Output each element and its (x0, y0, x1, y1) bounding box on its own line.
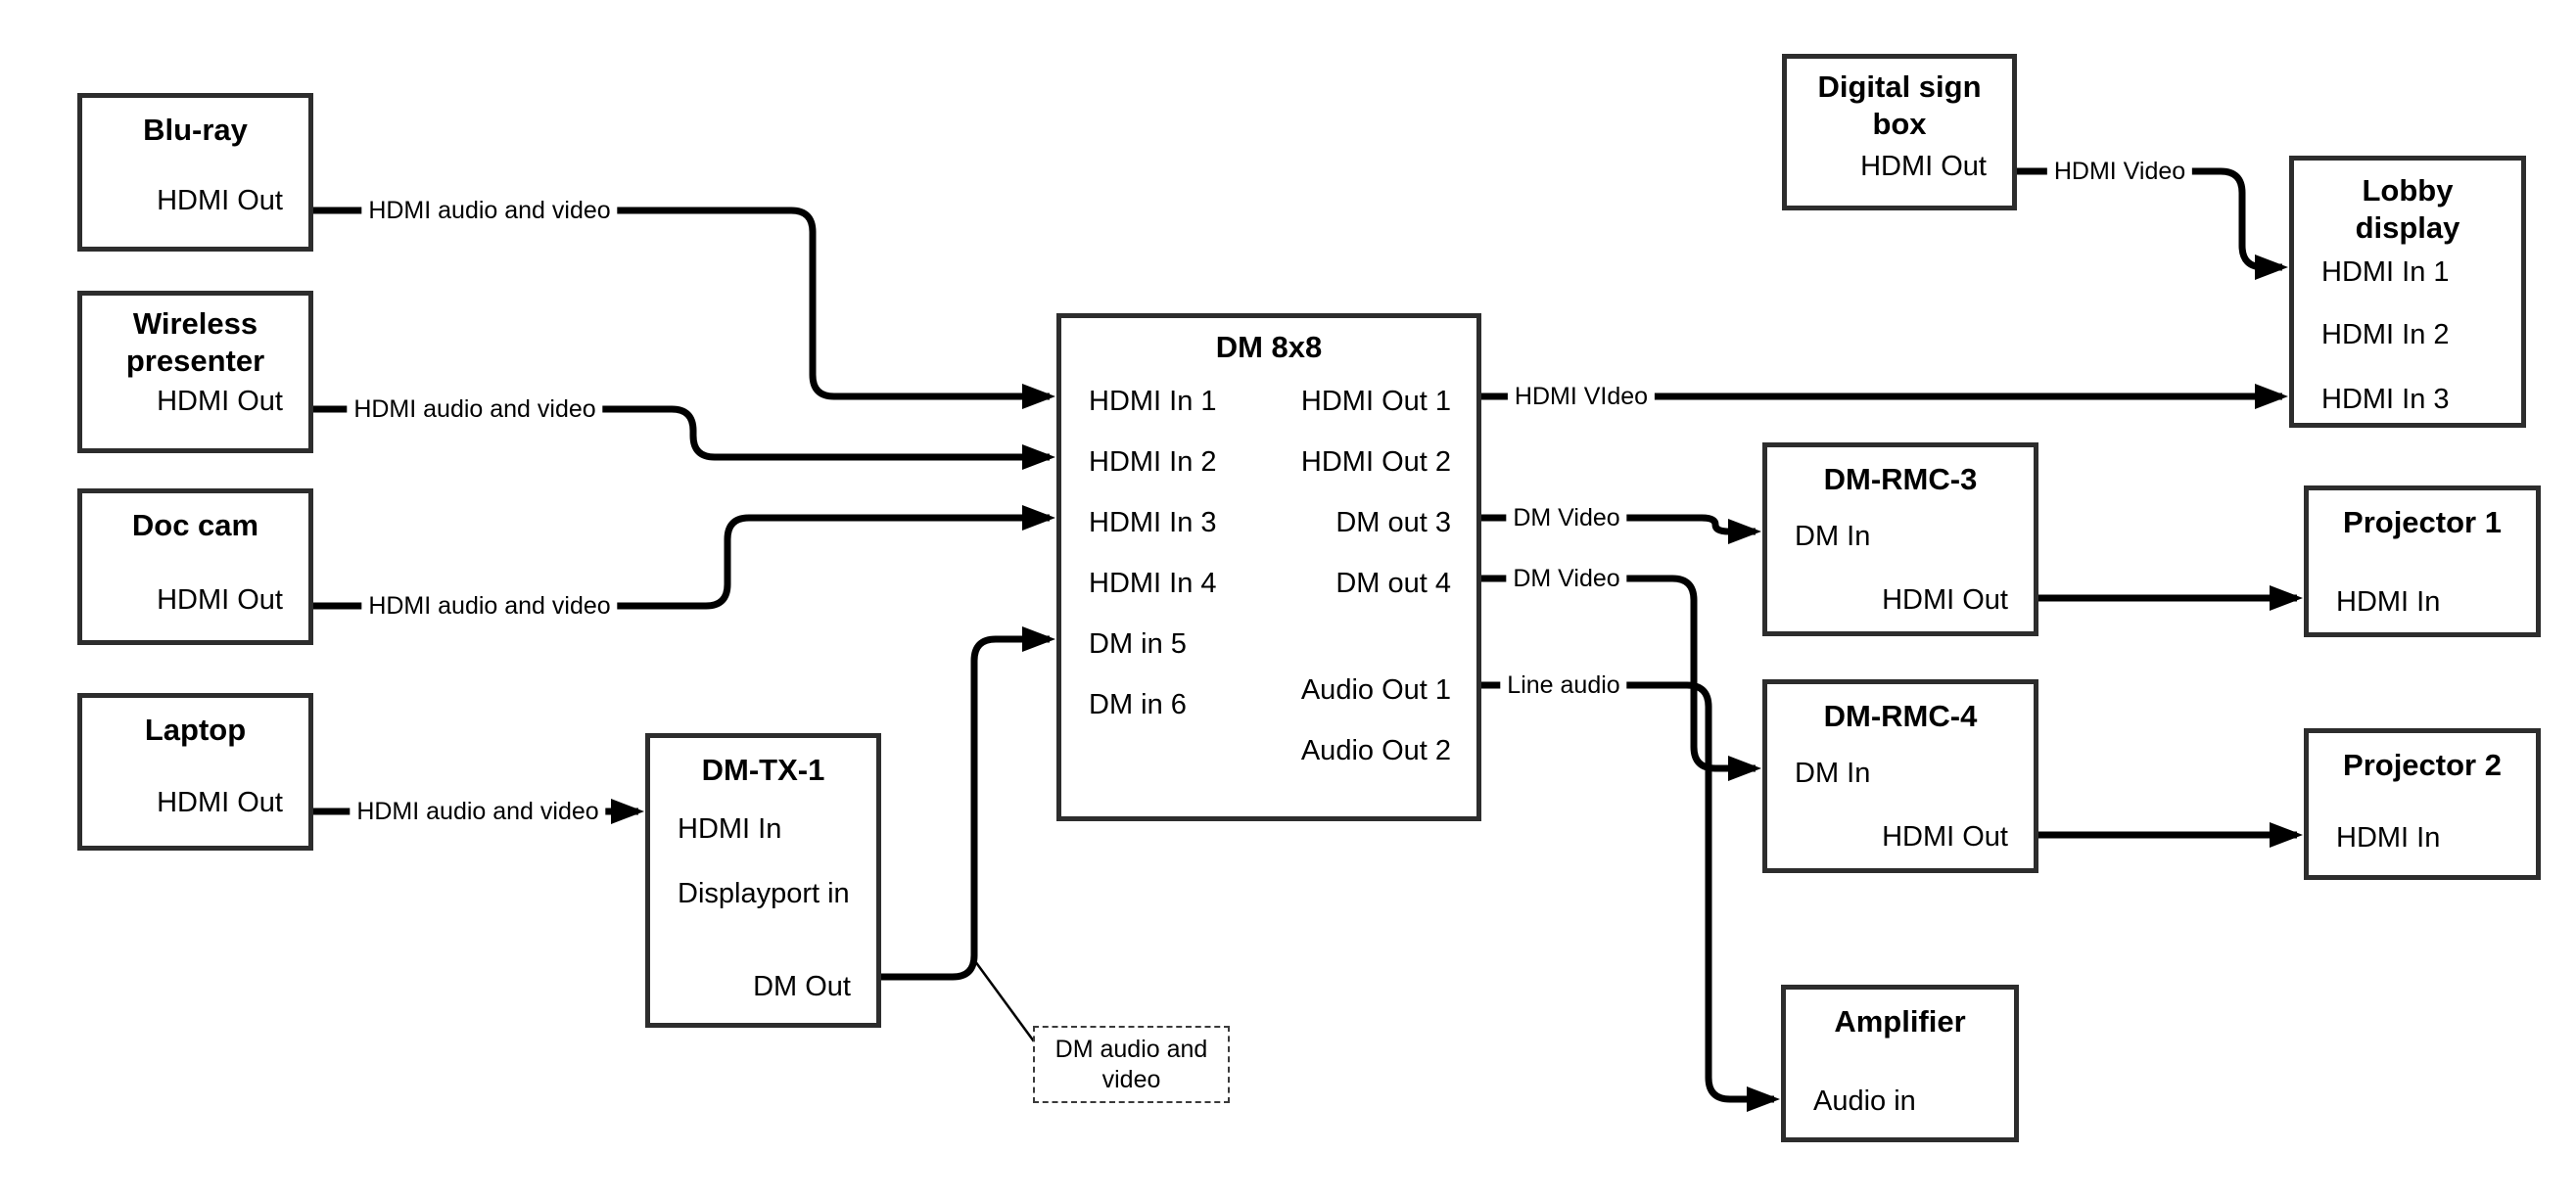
port-dm-out: DM Out (753, 971, 851, 1002)
port-hdmi-in: HDMI In (678, 813, 782, 845)
port-hdmi-out: HDMI Out (157, 386, 283, 417)
port-hdmi-in-4: HDMI In 4 (1089, 568, 1217, 599)
node-title: Lobby display (2355, 173, 2460, 245)
wire-digitalsign-to-lobby-in1 (2017, 167, 2288, 280)
wire-label-hdmi-video-out1: HDMI VIdeo (1507, 382, 1656, 411)
node-projector-1: Projector 1 HDMI In (2304, 485, 2541, 637)
node-projector-2: Projector 2 HDMI In (2304, 728, 2541, 880)
node-dm-rmc-3: DM-RMC-3 DM In HDMI Out (1762, 442, 2038, 636)
node-title: DM-RMC-4 (1823, 699, 1978, 733)
port-hdmi-out: HDMI Out (157, 584, 283, 616)
port-audio-in: Audio in (1813, 1086, 1916, 1117)
node-dm-8x8: DM 8x8 HDMI In 1 HDMI In 2 HDMI In 3 HDM… (1056, 313, 1481, 821)
wire-label-hdmi-av-wireless: HDMI audio and video (347, 394, 603, 424)
wire-label-dm-video-out4: DM Video (1506, 564, 1627, 593)
port-hdmi-out: HDMI Out (157, 185, 283, 216)
port-hdmi-in: HDMI In (2336, 586, 2441, 618)
port-hdmi-out: HDMI Out (1860, 151, 1987, 182)
port-hdmi-out: HDMI Out (157, 787, 283, 818)
port-hdmi-out: HDMI Out (1882, 584, 2008, 616)
port-hdmi-in-1: HDMI In 1 (1089, 386, 1217, 417)
port-audio-out-1: Audio Out 1 (1300, 674, 1451, 706)
node-laptop: Laptop HDMI Out (77, 693, 313, 851)
node-dm-rmc-4: DM-RMC-4 DM In HDMI Out (1762, 679, 2038, 873)
port-audio-out-2: Audio Out 2 (1300, 735, 1451, 766)
note-text: DM audio and video (1054, 1035, 1208, 1093)
port-hdmi-in-3: HDMI In 3 (2321, 384, 2450, 415)
port-dm-in: DM In (1795, 758, 1871, 789)
note-dm-audio-video: DM audio and video (1033, 1026, 1230, 1103)
port-displayport-in: Displayport in (678, 878, 850, 909)
wire-bluray-to-dm8x8-in1 (313, 207, 1055, 409)
note-callout-line (970, 956, 1036, 1042)
wire-doccam-to-dm8x8-in3 (313, 505, 1055, 610)
wire-dmtx1-to-dm8x8-in5 (881, 626, 1055, 981)
port-dm-out-3: DM out 3 (1335, 507, 1451, 538)
node-amplifier: Amplifier Audio in (1781, 985, 2019, 1142)
node-digital-sign-box: Digital sign box HDMI Out (1782, 54, 2017, 210)
wire-wireless-to-dm8x8-in2 (313, 405, 1055, 470)
port-hdmi-in-2: HDMI In 2 (2321, 319, 2450, 350)
port-dm-out-4: DM out 4 (1335, 568, 1451, 599)
wire-dm8x8-audio1-to-amp (1481, 681, 1780, 1112)
wire-label-line-audio: Line audio (1500, 670, 1627, 700)
node-title: Amplifier (1834, 1004, 1966, 1039)
port-dm-in-5: DM in 5 (1089, 628, 1187, 660)
node-title: Digital sign box (1817, 69, 1982, 141)
node-title: Projector 2 (2343, 748, 2502, 782)
wire-label-dm-video-out3: DM Video (1506, 503, 1627, 532)
port-hdmi-in-1: HDMI In 1 (2321, 256, 2450, 288)
node-title: DM-RMC-3 (1823, 462, 1978, 496)
node-title: Projector 1 (2343, 505, 2502, 539)
port-hdmi-out-2: HDMI Out 2 (1300, 446, 1451, 478)
node-title: DM 8x8 (1215, 330, 1323, 364)
wire-label-hdmi-av-doccam: HDMI audio and video (361, 591, 618, 621)
wire-label-hdmi-av-laptop: HDMI audio and video (350, 797, 606, 826)
port-hdmi-in: HDMI In (2336, 822, 2441, 854)
node-blu-ray: Blu-ray HDMI Out (77, 93, 313, 252)
port-dm-in-6: DM in 6 (1089, 689, 1187, 720)
wire-label-hdmi-video-sign: HDMI Video (2046, 157, 2193, 186)
port-hdmi-in-2: HDMI In 2 (1089, 446, 1217, 478)
node-dm-tx-1: DM-TX-1 HDMI In Displayport in DM Out (645, 733, 881, 1028)
port-dm-in: DM In (1795, 521, 1871, 552)
wire-dm8x8-out3-to-rmc3 (1481, 514, 1761, 544)
node-lobby-display: Lobby display HDMI In 1 HDMI In 2 HDMI I… (2289, 156, 2526, 428)
port-hdmi-in-3: HDMI In 3 (1089, 507, 1217, 538)
node-title: DM-TX-1 (701, 753, 825, 787)
node-title: Laptop (144, 713, 247, 747)
node-doc-cam: Doc cam HDMI Out (77, 488, 313, 645)
node-title: Blu-ray (143, 113, 248, 147)
port-hdmi-out: HDMI Out (1882, 821, 2008, 853)
port-hdmi-out-1: HDMI Out 1 (1300, 386, 1451, 417)
node-title: Doc cam (131, 508, 259, 542)
node-title: Wireless presenter (125, 306, 265, 378)
node-wireless-presenter: Wireless presenter HDMI Out (77, 291, 313, 453)
wire-label-hdmi-av-bluray: HDMI audio and video (361, 196, 618, 225)
